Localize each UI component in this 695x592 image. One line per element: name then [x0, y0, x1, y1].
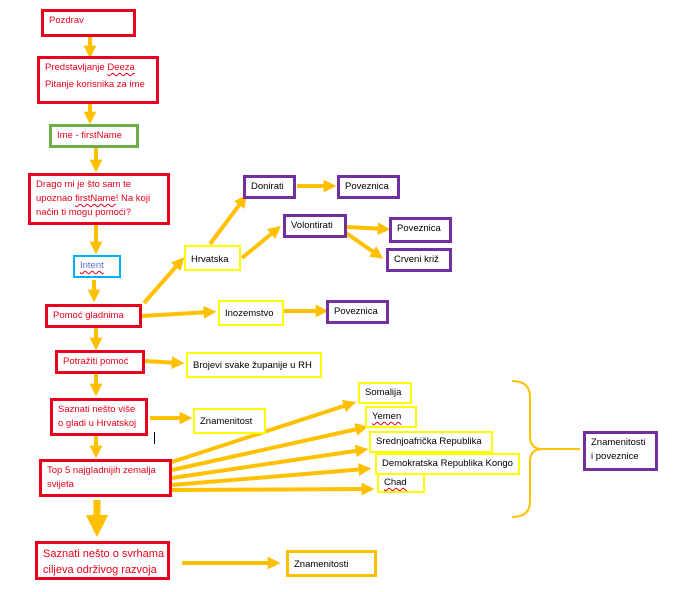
arrow-pomoc-inozemstvo [141, 305, 217, 319]
arrow-top5-kongo [171, 463, 372, 487]
arrow-volontirati-crveni-kriz [344, 231, 384, 259]
grouping-brace [511, 380, 543, 518]
arrow-volontirati-poveznica [346, 222, 391, 236]
node-volontirati-text: Volontirati [291, 220, 333, 231]
squiggle-word: firstName [75, 192, 116, 204]
node-pomoc-gladnima: Pomoć gladnima [45, 304, 142, 328]
node-poveznica-inozemstvo: Poveznica [326, 300, 389, 324]
arrow-hrvatska-volontirati [240, 225, 281, 260]
node-volontirati: Volontirati [283, 214, 347, 238]
node-poveznica-2-text: Poveznica [397, 223, 441, 234]
arrow-hrvatska-donirati [208, 194, 247, 246]
node-somalija-text: Somalija [365, 387, 402, 398]
node-znamenitost: Znamenitost [193, 408, 266, 434]
node-predstavljanje-line2: Pitanje korisnika za ime [45, 78, 145, 90]
squiggle-word: Deeza [107, 62, 135, 73]
node-kongo: Demokratska Republika Kongo [375, 453, 520, 475]
node-top5-zemalja: Top 5 najgladnijih zemalja svijeta [39, 459, 172, 497]
node-intent-text: Intent [80, 260, 104, 271]
arrow-top5-chad [171, 482, 375, 496]
node-saznati-glad-line2: o gladi u Hrvatskoj [58, 417, 137, 429]
node-hrvatska-text: Hrvatska [191, 254, 229, 265]
node-intent: Intent [73, 255, 121, 278]
arrow-top5-yemen [171, 423, 369, 472]
node-yemen: Yemen [365, 406, 417, 428]
arrow-pomoc-hrvatska [142, 257, 185, 305]
node-pomoc-text: Pomoć gladnima [53, 310, 124, 321]
node-drago-line2: upoznao firstName! Na koji [36, 192, 151, 204]
node-pozdrav-text: Pozdrav [49, 15, 84, 26]
node-znam-final-text: Znamenitosti [294, 559, 349, 570]
node-poveznica-volontirati: Poveznica [389, 217, 452, 243]
node-poveznica-3-text: Poveznica [334, 306, 378, 317]
node-srednjo-text: Srednjoafrička Republika [376, 436, 482, 447]
node-ciljevi-line2: ciljeva održivog razvoja [43, 563, 157, 576]
node-kongo-text: Demokratska Republika Kongo [382, 458, 513, 469]
node-poveznica-1-text: Poveznica [345, 181, 389, 192]
node-drago-mi-je: Drago mi je što sam te upoznao firstName… [28, 173, 170, 225]
node-hrvatska: Hrvatska [184, 245, 241, 271]
node-znam-pov-line2: i poveznice [591, 450, 639, 462]
node-znamenitosti-poveznice: Znamenitosti i poveznice [583, 431, 658, 471]
node-crveni-kriz-text: Crveni križ [394, 254, 439, 265]
node-potraziti-pomoc: Potražiti pomoć [55, 350, 145, 374]
node-yemen-text: Yemen [372, 411, 402, 422]
node-chad-text: Chad [384, 477, 407, 488]
node-somalija: Somalija [358, 382, 412, 404]
node-crveni-kriz: Crveni križ [386, 248, 452, 272]
node-znamenitosti-final: Znamenitosti [286, 550, 377, 577]
node-znam-pov-line1: Znamenitosti [591, 437, 646, 448]
node-predstavljanje-line1: Predstavljanje Deeza [45, 62, 135, 73]
node-saznati-ciljevi: Saznati nešto o svrhama ciljeva održivog… [35, 541, 170, 580]
node-znamenitost-text: Znamenitost [200, 416, 253, 427]
node-ciljevi-line1: Saznati nešto o svrhama [43, 548, 165, 560]
node-donirati: Donirati [243, 175, 296, 199]
node-inozemstvo-text: Inozemstvo [225, 308, 274, 319]
node-ime-firstname: Ime - firstName [49, 124, 139, 148]
node-saznati-glad: Saznati nešto više o gladi u Hrvatskoj [50, 398, 148, 436]
node-top5-line2: svijeta [47, 478, 74, 490]
node-drago-line1: Drago mi je što sam te [36, 179, 132, 190]
node-brojevi-zupanija: Brojevi svake županije u RH [186, 352, 322, 378]
node-potraziti-text: Potražiti pomoć [63, 356, 129, 367]
node-srednjoafricka: Srednjoafrička Republika [369, 431, 493, 453]
arrow-top5-srednjo [171, 444, 369, 480]
node-brojevi-text: Brojevi svake županije u RH [193, 360, 312, 371]
node-inozemstvo: Inozemstvo [218, 300, 284, 326]
node-donirati-text: Donirati [251, 181, 284, 192]
node-predstavljanje: Predstavljanje Deeza Pitanje korisnika z… [37, 56, 159, 104]
node-saznati-glad-line1: Saznati nešto više [58, 404, 136, 415]
node-chad: Chad [377, 473, 425, 493]
node-poveznica-donirati: Poveznica [337, 175, 400, 199]
text-cursor [154, 432, 155, 444]
node-ime-text: Ime - firstName [57, 130, 122, 141]
node-top5-line1: Top 5 najgladnijih zemalja [47, 465, 156, 476]
node-pozdrav: Pozdrav [41, 9, 136, 37]
node-drago-line3: način ti mogu pomoći? [36, 206, 132, 218]
arrow-potraziti-brojevi [144, 356, 185, 370]
